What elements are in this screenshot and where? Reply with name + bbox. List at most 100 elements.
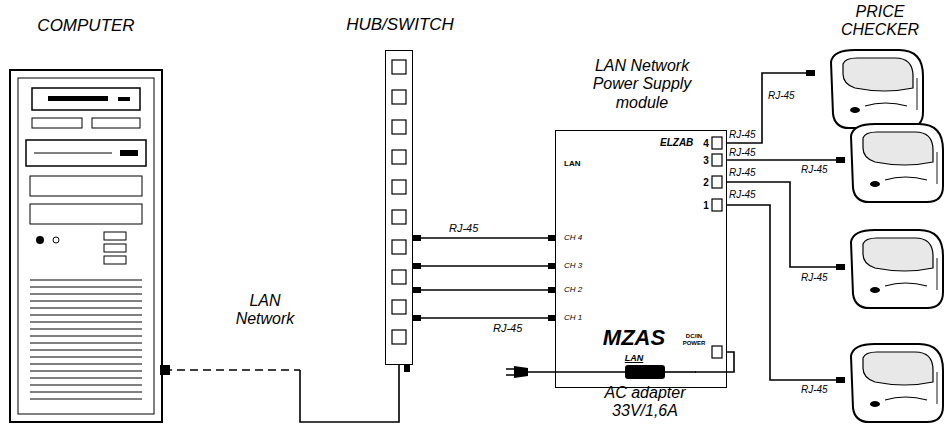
vent-line [30, 399, 142, 400]
rect-shape [92, 118, 140, 128]
polyline-shape [727, 159, 845, 161]
rect-shape [712, 154, 722, 166]
cable-connector [413, 318, 555, 319]
circle-shape [53, 237, 59, 243]
cable [413, 237, 555, 239]
rect-shape [32, 118, 82, 128]
cable [695, 352, 734, 372]
node-heading: HUB/SWITCH [336, 15, 464, 35]
path-shape [514, 366, 528, 378]
dashed-cable [164, 369, 300, 371]
line-shape [506, 374, 514, 376]
rect-shape [712, 176, 722, 188]
connector-label: RJ-45 [492, 322, 523, 335]
rect-shape [26, 140, 146, 166]
power-supply-module: LAN Network Power Supply moduleELZABLANC… [555, 130, 727, 388]
vent-line [30, 357, 142, 358]
hub-port [392, 330, 406, 344]
port-number: 2 [701, 177, 711, 189]
ac-adapter-node: AC adapter 33V/1,6A [595, 362, 695, 426]
connector-label: RJ-45 [800, 164, 829, 176]
connector-label: RJ-45 [448, 222, 479, 235]
connector-label: RJ-45 [728, 189, 757, 201]
port-number: 1 [701, 200, 711, 212]
vent-line [30, 364, 142, 365]
rect-shape [48, 96, 108, 101]
connector-label: RJ-45 [800, 272, 829, 284]
hub-port [392, 120, 406, 134]
rect-shape [625, 365, 665, 379]
rect-shape [118, 97, 130, 101]
brand-logo: ELZAB [660, 137, 700, 149]
rect-shape [18, 78, 154, 414]
cable [300, 365, 399, 422]
price-checker [831, 50, 923, 128]
rect-shape [712, 346, 722, 358]
connector-label: RJ-45 [728, 147, 757, 159]
vent-line [30, 329, 142, 330]
price-checker-node: PRICE CHECKER [815, 46, 935, 132]
node-heading: COMPUTER [8, 16, 164, 36]
hub-port [392, 240, 406, 254]
channel-label: CH 2 [564, 285, 594, 294]
node-heading: LAN Network Power Supply module [581, 57, 703, 112]
vent-line [30, 294, 142, 295]
computer-node: COMPUTER [8, 68, 164, 424]
hub-port [392, 270, 406, 284]
vent-line [30, 280, 142, 281]
vent-line [30, 343, 142, 344]
rect-shape [120, 150, 138, 156]
channel-label: CH 4 [564, 233, 594, 242]
vent-line [30, 315, 142, 316]
rect-shape [712, 137, 722, 149]
hub-switch-box: HUB/SWITCH [385, 50, 413, 365]
vent-line [30, 385, 142, 386]
vent-lines [30, 280, 142, 399]
cable [413, 289, 555, 291]
connector-label: RJ-45 [767, 90, 796, 102]
vent-line [30, 350, 142, 351]
cable [413, 317, 555, 319]
price-checker [851, 230, 943, 308]
price-checker [851, 344, 943, 422]
rect-shape [104, 256, 126, 264]
cable-connector [695, 352, 734, 372]
line-shape [665, 371, 696, 373]
connector-label: RJ-45 [728, 129, 757, 141]
rect-shape [104, 244, 126, 252]
hub-port [392, 300, 406, 314]
cable-connector [727, 73, 815, 143]
line-shape [528, 371, 625, 373]
rj45-plugs [404, 70, 845, 383]
rj45-wires [727, 160, 845, 380]
polyline-shape [727, 205, 845, 380]
line-shape [506, 368, 514, 370]
rect-shape [104, 232, 126, 240]
network-label: LAN Network [222, 292, 308, 329]
cable [413, 265, 555, 267]
hub-port [392, 210, 406, 224]
adapter-label: AC adapter 33V/1,6A [595, 384, 695, 421]
ac-adapter [506, 365, 696, 379]
port-group-label: LAN [564, 159, 588, 168]
connector-label: RJ-45 [800, 384, 829, 396]
hub-port [392, 90, 406, 104]
module-ports [712, 137, 722, 358]
port-number: 4 [701, 138, 711, 150]
cable-connector [413, 266, 555, 267]
channel-label: CH 3 [564, 261, 594, 270]
vent-line [30, 371, 142, 372]
rect-shape [404, 364, 410, 372]
line-shape [34, 153, 112, 154]
cable-connector [413, 238, 555, 239]
connector-label: RJ-45 [728, 167, 757, 179]
rect-shape [30, 204, 142, 224]
model-name: MZAS [594, 325, 674, 350]
power-port-label: DC/IN POWER [676, 333, 712, 347]
channel-label: CH 1 [564, 313, 594, 322]
vent-line [30, 336, 142, 337]
rect-shape [30, 176, 142, 196]
